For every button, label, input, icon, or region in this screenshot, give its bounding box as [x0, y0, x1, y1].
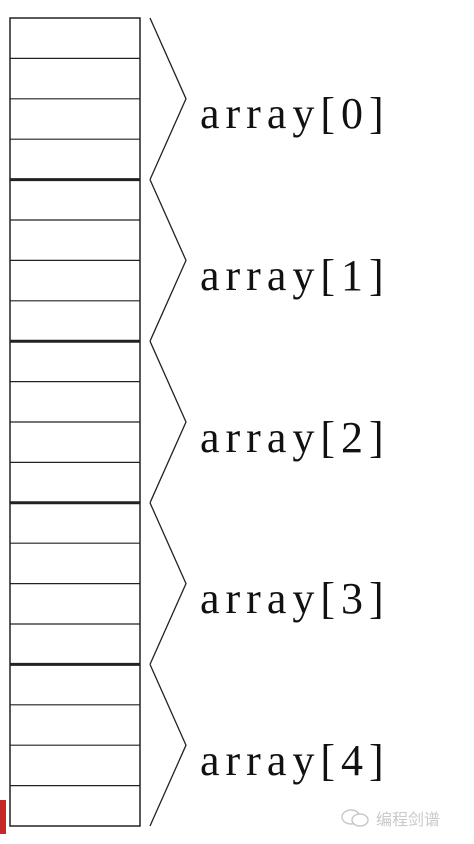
brace-1: [149, 179, 187, 342]
brace-2: [149, 340, 187, 504]
array-label-2: array[2]: [200, 413, 390, 462]
watermark: 编程剑谱: [340, 806, 440, 830]
array-label-3: array[3]: [200, 574, 390, 623]
brace-0: [149, 17, 187, 180]
array-label-4: array[4]: [200, 736, 390, 785]
watermark-text: 编程剑谱: [376, 810, 441, 829]
memory-cells: [10, 57, 140, 787]
wechat-icon: [341, 809, 369, 827]
element-braces: [149, 17, 187, 827]
brace-4: [149, 664, 187, 827]
array-label-0: array[0]: [200, 89, 390, 138]
edge-mark: [0, 800, 6, 834]
brace-3: [149, 502, 187, 665]
array-label-1: array[1]: [200, 251, 390, 300]
